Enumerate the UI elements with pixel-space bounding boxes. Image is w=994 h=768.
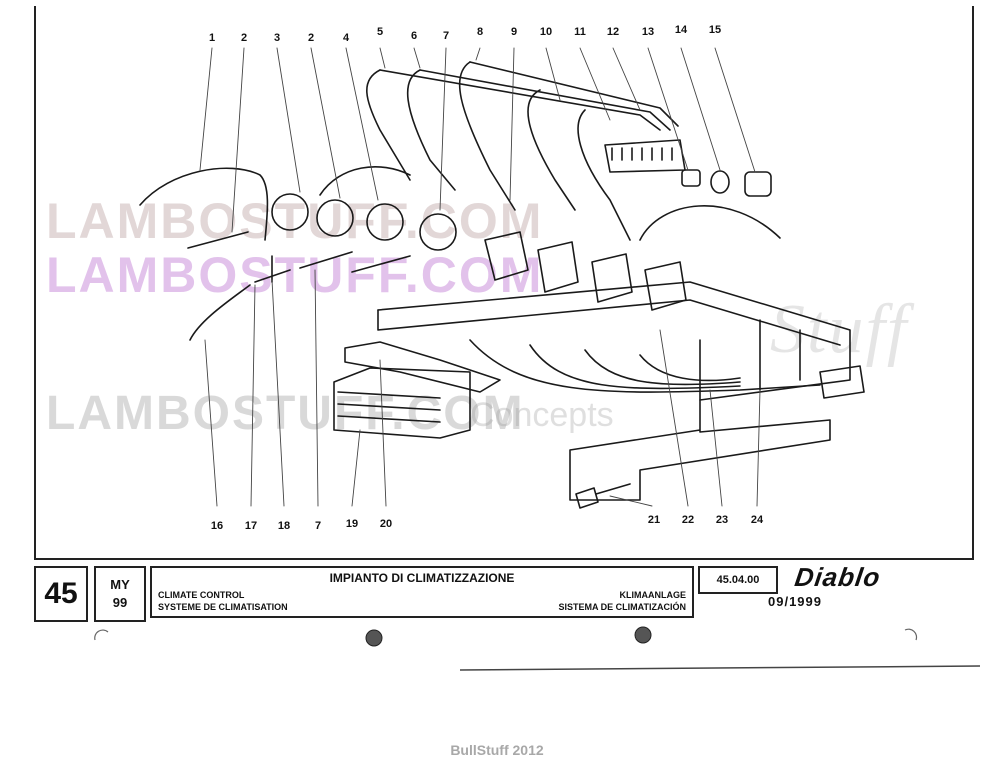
drawing-frame — [34, 6, 974, 560]
bolt-21 — [575, 483, 631, 509]
hose-manifold — [604, 139, 686, 173]
manifold-teeth — [611, 147, 673, 161]
callout-bottom-23: 23 — [715, 514, 729, 526]
mounting-bracket — [377, 281, 851, 501]
fitting-13 — [681, 169, 701, 187]
watermark-bottom: LAMBOSTUFF.COM — [46, 387, 525, 440]
title-box: IMPIANTO DI CLIMATIZZAZIONE CLIMATE CONT… — [150, 566, 694, 618]
exploded-parts-diagram — [139, 47, 865, 509]
wiring-harness-3 — [584, 349, 741, 386]
hose-3 — [319, 166, 411, 196]
t-fitting — [254, 255, 291, 283]
control-module-pins — [337, 391, 441, 423]
callout-top-2: 2 — [240, 32, 248, 44]
callout-bottom-21: 21 — [647, 514, 661, 526]
issue-date: 09/1999 — [768, 594, 822, 609]
solenoid-a — [484, 231, 529, 281]
callout-top-6: 5 — [376, 26, 384, 38]
valve-b — [316, 199, 354, 237]
wiring-harness-2 — [529, 344, 741, 390]
title-spanish: SISTEMA DE CLIMATIZACIÓN — [558, 602, 687, 612]
binder-hole-left — [365, 629, 383, 647]
callout-top-9: 8 — [476, 26, 484, 38]
model-logo: Diablo — [792, 562, 883, 592]
callout-top-15: 14 — [674, 24, 688, 36]
title-italian: IMPIANTO DI CLIMATIZZAZIONE — [329, 571, 515, 585]
page-number: 45 — [34, 566, 88, 622]
control-module — [333, 367, 471, 439]
hose-bundle-1 — [366, 69, 411, 181]
model-year-box: MY 99 — [94, 566, 146, 622]
watermark-stuff: Stuff — [770, 291, 909, 368]
title-english: CLIMATE CONTROL — [158, 590, 245, 600]
page-bottom-decor — [94, 626, 981, 671]
hose-bundle-6 — [469, 61, 679, 127]
callout-bottom-24: 24 — [750, 514, 764, 526]
callout-top-12: 11 — [574, 26, 586, 38]
callout-top-8: 7 — [442, 30, 450, 42]
title-german: KLIMAANLAGE — [619, 590, 687, 600]
callout-bottom-19: 19 — [345, 518, 359, 530]
hose-bundle-5 — [458, 61, 516, 211]
hose-bundle-3 — [406, 69, 456, 191]
callout-top-7: 6 — [410, 30, 418, 42]
hose-1 — [139, 167, 269, 241]
tube-2 — [187, 231, 249, 249]
callout-top-4: 2 — [307, 32, 315, 44]
valve-c — [366, 203, 404, 241]
watermark-purple: LAMBOSTUFF.COM — [46, 247, 544, 303]
harness-connector — [819, 365, 865, 399]
hose-right — [639, 205, 781, 241]
hose-16 — [189, 284, 251, 341]
callout-top-5: 4 — [342, 32, 350, 44]
callout-bottom-7: 7 — [314, 520, 322, 532]
valve-d — [419, 213, 457, 251]
callout-top-3: 3 — [273, 32, 281, 44]
callout-bottom-18: 18 — [277, 520, 291, 532]
solenoid-b — [537, 241, 579, 293]
callout-top-13: 12 — [606, 26, 620, 38]
model-year-label: MY — [110, 577, 130, 592]
callout-bottom-17: 17 — [244, 520, 258, 532]
callout-top-16: 15 — [708, 24, 722, 36]
model-year: 99 — [112, 595, 128, 610]
wiring-harness-4 — [639, 354, 741, 382]
hose-bundle-7 — [527, 89, 576, 211]
page-edge-line — [459, 665, 981, 671]
valve-a — [271, 193, 309, 231]
bracket-vertical-face — [699, 319, 801, 401]
callout-top-14: 13 — [641, 26, 655, 38]
callout-top-1: 1 — [208, 32, 216, 44]
watermark-top: LAMBOSTUFF.COM — [46, 193, 544, 249]
washer-14 — [710, 170, 730, 194]
hose-bundle-8 — [577, 109, 631, 241]
corner-mark-left — [94, 629, 109, 641]
cap-15 — [744, 171, 772, 197]
callout-top-11: 10 — [539, 26, 553, 38]
callout-bottom-16: 16 — [210, 520, 224, 532]
watermark-concepts: Concepts — [470, 396, 614, 434]
callout-top-10: 9 — [510, 26, 518, 38]
corner-mark-right — [904, 628, 918, 641]
callout-bottom-22: 22 — [681, 514, 695, 526]
tube-7 — [299, 251, 353, 269]
hose-bundle-4 — [419, 69, 671, 131]
module-bracket — [344, 341, 501, 393]
solenoid-d — [644, 261, 687, 311]
solenoid-c — [591, 253, 633, 303]
wiring-harness — [469, 339, 821, 393]
hose-bundle-2 — [379, 69, 661, 131]
bracket-plate-inner — [377, 299, 841, 346]
binder-hole-right — [634, 626, 652, 644]
callout-bottom-20: 20 — [379, 518, 393, 530]
footer-credit: BullStuff 2012 — [450, 742, 544, 758]
drawing-code: 45.04.00 — [698, 566, 778, 594]
title-french: SYSTEME DE CLIMATISATION — [158, 602, 288, 612]
tube-short — [351, 255, 411, 273]
